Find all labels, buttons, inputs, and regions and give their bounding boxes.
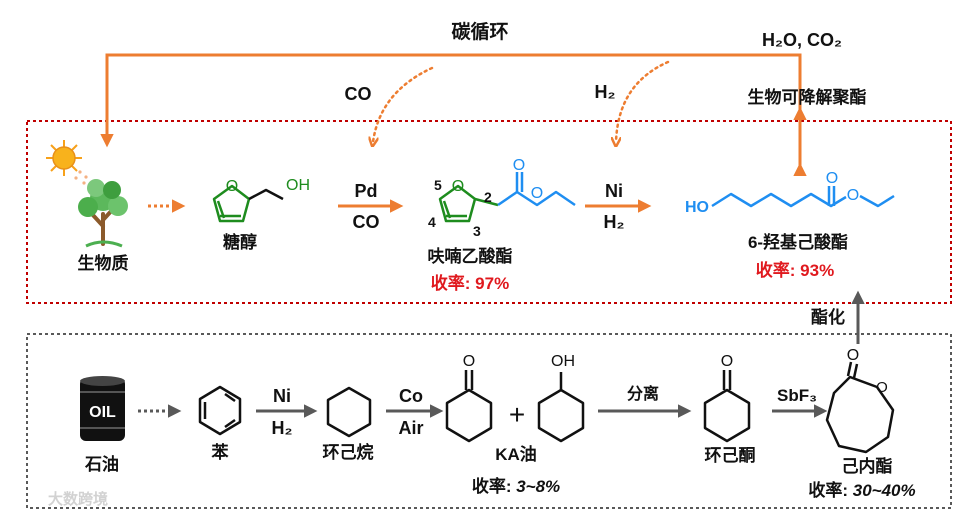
hydroxy-ester-label: 6-羟基己酸酯 <box>748 232 848 252</box>
caprolactone-yield: 收率: 30~40% <box>808 480 915 500</box>
h2-dotted-arrow <box>616 60 670 142</box>
oil-barrel-icon <box>80 376 125 441</box>
ka-yield: 收率: 3~8% <box>472 476 560 496</box>
petro-step1-catalyst: Ni <box>273 386 291 406</box>
benzene-structure <box>198 385 242 436</box>
biomass-label: 生物质 <box>78 253 129 273</box>
ka-alcohol-structure <box>537 372 585 443</box>
oil-label: 石油 <box>84 454 119 474</box>
benzene-label: 苯 <box>211 442 229 462</box>
furfuryl-alcohol-structure <box>212 184 284 223</box>
petro-step2-reagent: Air <box>398 418 423 438</box>
furfuryl-oh-group: OH <box>286 177 310 194</box>
esterification-label: 酯化 <box>811 307 845 327</box>
furan-ester-structure <box>438 172 576 223</box>
caprolactone-yield-prefix: 收率: <box>808 480 852 500</box>
ka-ketone-structure <box>445 370 493 443</box>
ka-alcohol-oh: OH <box>551 353 575 370</box>
hydroxy-alkoxy-o: O <box>847 187 859 204</box>
ester-alkoxy-o: O <box>531 185 543 202</box>
petro-step2-catalyst: Co <box>399 386 423 406</box>
hydroxy-carbonyl-o: O <box>826 170 838 187</box>
cyclohexane-structure <box>326 386 372 438</box>
bio-route-box <box>26 120 952 304</box>
cyclohexanone-structure <box>703 370 751 443</box>
cyclohexanone-o: O <box>721 353 733 370</box>
products-label: H₂O, CO₂ <box>762 30 842 50</box>
polymer-label: 生物可降解聚酯 <box>748 87 867 107</box>
furan-ester-yield: 收率: 97% <box>431 273 509 293</box>
cyclohexane-label: 环己烷 <box>323 442 374 462</box>
plus-sign: + <box>509 399 525 430</box>
carbon-cycle-loop <box>100 53 807 177</box>
petro-route-box <box>26 333 952 509</box>
cyclohexanone-label: 环己酮 <box>705 446 756 465</box>
ka-yield-prefix: 收率: <box>472 476 516 496</box>
bio-step2-reagent: H₂ <box>604 212 625 232</box>
sun-icon <box>46 140 82 176</box>
bio-step1-catalyst: Pd <box>354 181 377 201</box>
hydroxy-ester-structure <box>711 186 895 208</box>
furfuryl-o-atom: O <box>226 178 238 195</box>
watermark: 大数跨境 <box>48 490 108 508</box>
carbon-cycle-title: 碳循环 <box>451 20 508 43</box>
petro-step1-reagent: H₂ <box>272 418 293 438</box>
bio-step1-reagent: CO <box>353 212 380 232</box>
caprolactone-yield-value: 30~40% <box>853 481 916 500</box>
ring-number-2: 2 <box>484 189 492 205</box>
co-dotted-arrow <box>373 66 434 142</box>
bio-step2-catalyst: Ni <box>605 181 623 201</box>
ring-number-5: 5 <box>434 177 442 193</box>
sbf3-label: SbF₃ <box>777 386 817 405</box>
co-reagent-label: CO <box>345 84 372 104</box>
oil-barrel-text: OIL <box>89 404 116 421</box>
furan-ester-label: 呋喃乙酸酯 <box>428 246 513 266</box>
hydroxy-ester-yield: 收率: 93% <box>756 260 834 280</box>
caprolactone-label: 己内酯 <box>842 456 893 476</box>
furan-ring-o: O <box>452 178 464 195</box>
ka-ketone-o: O <box>463 353 475 370</box>
furfuryl-label: 糖醇 <box>223 232 257 252</box>
separation-label: 分离 <box>627 384 659 403</box>
ring-number-3: 3 <box>473 223 481 239</box>
ka-yield-value: 3~8% <box>516 477 560 496</box>
caprolactone-carbonyl-o: O <box>847 347 859 364</box>
ring-number-4: 4 <box>428 214 436 230</box>
caprolactone-ring-o: O <box>876 379 888 396</box>
ka-oil-label: KA油 <box>495 444 537 464</box>
caprolactone-structure <box>825 361 895 454</box>
hydroxy-ho-group: HO <box>685 199 709 216</box>
h2-reagent-label: H₂ <box>595 82 616 102</box>
tree-icon <box>78 179 128 248</box>
ester-carbonyl-o: O <box>513 157 525 174</box>
